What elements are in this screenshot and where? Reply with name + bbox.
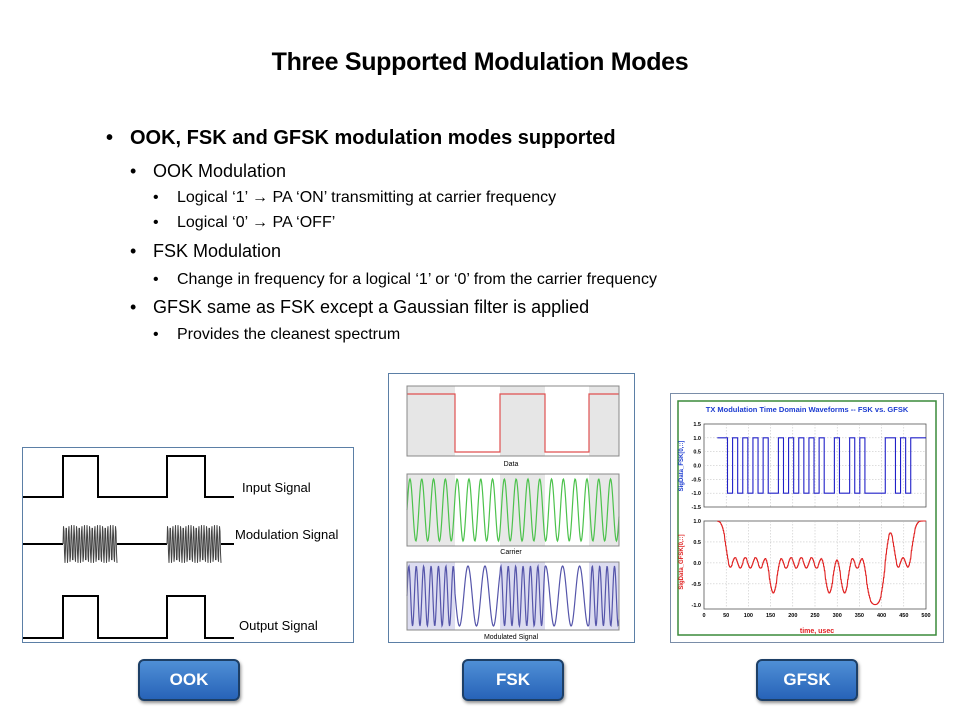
bullet-text: FSK Modulation: [153, 241, 282, 261]
gfsk-chart-panel: TX Modulation Time Domain Waveforms -- F…: [670, 393, 944, 643]
ook-diagram: Input Signal Modulation Signal Output Si…: [23, 455, 338, 639]
x-tick-label: 400: [877, 613, 886, 619]
modulation-signal-label: Modulation Signal: [235, 527, 338, 542]
modulated-plot-border: [406, 561, 620, 631]
y-tick-label: -1.0: [692, 603, 701, 609]
bullet-ook-logical-1: • Logical ‘1’ → PA ‘ON’ transmitting at …: [153, 189, 557, 207]
y-tick-label: 0.0: [693, 561, 701, 567]
bullet-dot: •: [153, 271, 159, 288]
gfsk-button[interactable]: GFSK: [756, 659, 858, 701]
fsk-diagram-panel: Data Carrier Modulated Signal: [388, 373, 635, 643]
y-tick-label: -0.5: [692, 477, 701, 483]
gfsk-trace: [717, 520, 926, 606]
bullet-text: GFSK same as FSK except a Gaussian filte…: [153, 297, 590, 317]
y-tick-label: 0.5: [693, 540, 701, 546]
fsk-y-label: SigData_FSK[0,::]: [679, 441, 685, 492]
data-shade-1: [407, 386, 455, 456]
y-tick-label: 0.5: [693, 450, 701, 456]
bullet-fsk: • FSK Modulation: [130, 241, 282, 262]
bullet-modes-supported: • OOK, FSK and GFSK modulation modes sup…: [106, 127, 616, 150]
bullet-text: OOK, FSK and GFSK modulation modes suppo…: [130, 127, 616, 149]
fsk-diagram: Data Carrier Modulated Signal: [406, 385, 620, 641]
bullet-text: OOK Modulation: [153, 161, 287, 181]
output-signal-label: Output Signal: [239, 618, 318, 633]
gfsk-chart-title: TX Modulation Time Domain Waveforms -- F…: [706, 405, 909, 414]
bullet-ook: • OOK Modulation: [130, 161, 287, 182]
modulation-burst-2: [166, 525, 222, 563]
data-plot-border: [406, 385, 620, 457]
y-tick-label: -1.0: [692, 491, 701, 497]
gfsk-chart: TX Modulation Time Domain Waveforms -- F…: [677, 400, 937, 636]
bullet-list: • OOK, FSK and GFSK modulation modes sup…: [106, 127, 657, 344]
carrier-label: Carrier: [500, 549, 522, 556]
x-tick-label: 100: [744, 613, 753, 619]
gfsk-y-ticks: 1.0 0.5 0.0 -0.5 -1.0: [692, 519, 701, 609]
x-tick-label: 300: [833, 613, 842, 619]
gfsk-y-label: SigData_GFSK[0,::]: [679, 534, 685, 589]
bullet-text: Provides the cleanest spectrum: [177, 326, 401, 343]
slide-title: Three Supported Modulation Modes: [271, 48, 689, 76]
carrier-plot-border: [406, 473, 620, 547]
bullet-dot: •: [130, 297, 137, 317]
x-tick-label: 150: [766, 613, 775, 619]
data-shade-3: [589, 386, 619, 456]
data-wave: [407, 393, 619, 453]
x-ticks: 0 50 100 150 200 250 300 350 400 450 500: [702, 613, 930, 619]
bullet-gfsk-detail: • Provides the cleanest spectrum: [153, 326, 401, 344]
x-tick-label: 200: [788, 613, 797, 619]
y-tick-label: 1.0: [693, 519, 701, 525]
bullet-dot: •: [153, 326, 159, 343]
bullet-ook-logical-0: • Logical ‘0’ → PA ‘OFF’: [153, 214, 336, 232]
x-tick-label: 50: [723, 613, 729, 619]
x-tick-label: 350: [855, 613, 864, 619]
modulation-burst-1: [62, 525, 118, 563]
bullet-text: Change in frequency for a logical ‘1’ or…: [177, 271, 657, 288]
fsk-button[interactable]: FSK: [462, 659, 564, 701]
ook-diagram-panel: Input Signal Modulation Signal Output Si…: [22, 447, 354, 643]
y-tick-label: -0.5: [692, 582, 701, 588]
y-tick-label: 1.5: [693, 422, 701, 428]
y-tick-label: 1.0: [693, 436, 701, 442]
fsk-y-ticks: 1.5 1.0 0.5 0.0 -0.5 -1.0 -1.5: [692, 422, 701, 511]
ook-button[interactable]: OOK: [138, 659, 240, 701]
bullet-dot: •: [153, 189, 159, 206]
bullet-text: Logical ‘0’ → PA ‘OFF’: [177, 214, 336, 231]
y-tick-label: -1.5: [692, 505, 701, 511]
modulated-label: Modulated Signal: [484, 634, 539, 641]
bullet-dot: •: [130, 241, 137, 261]
input-signal-wave: [23, 455, 234, 498]
bullet-text: Logical ‘1’ → PA ‘ON’ transmitting at ca…: [177, 189, 557, 206]
x-tick-label: 250: [810, 613, 819, 619]
input-signal-label: Input Signal: [242, 480, 311, 495]
modulated-wave: [406, 563, 620, 629]
bullet-dot: •: [130, 161, 137, 181]
bullet-fsk-detail: • Change in frequency for a logical ‘1’ …: [153, 271, 657, 289]
bullet-dot: •: [106, 127, 114, 149]
x-tick-label: 450: [899, 613, 908, 619]
fsk-trace: [717, 437, 926, 494]
data-label: Data: [504, 461, 519, 468]
x-tick-label: 0: [702, 613, 705, 619]
carrier-wave: [406, 477, 620, 543]
data-shade-2: [500, 386, 545, 456]
output-signal-wave: [23, 595, 234, 639]
bullet-dot: •: [153, 214, 159, 231]
bullet-gfsk: • GFSK same as FSK except a Gaussian fil…: [130, 297, 590, 318]
x-axis-label: time, usec: [800, 628, 834, 635]
x-tick-label: 500: [921, 613, 930, 619]
y-tick-label: 0.0: [693, 464, 701, 470]
